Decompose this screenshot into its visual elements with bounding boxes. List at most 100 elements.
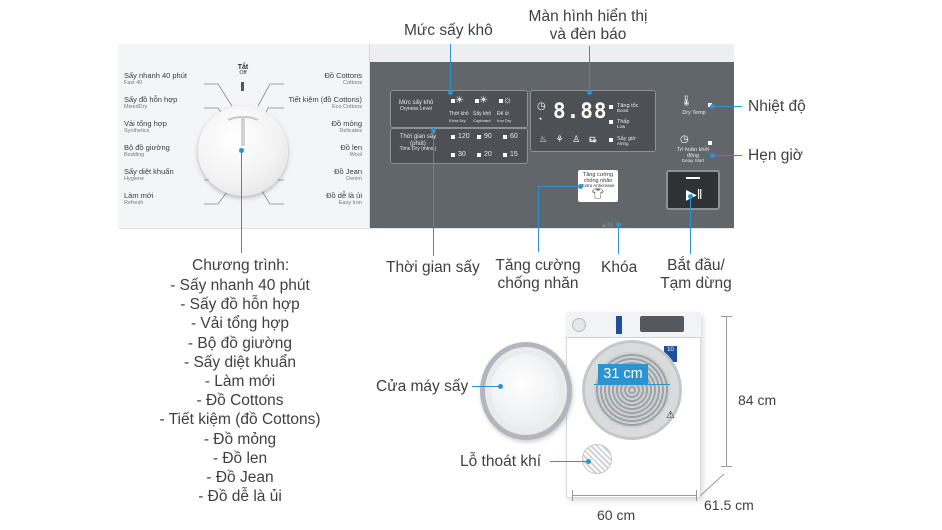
depth-dimension: 61.5 cm	[704, 497, 754, 513]
callout-dot-dryness	[448, 90, 453, 95]
callout-timer: Hẹn giờ	[748, 147, 803, 164]
callout-dot-temperature	[710, 104, 715, 109]
knob-grip-icon	[227, 115, 259, 146]
warning-triangle-icon: ⚠	[666, 410, 675, 421]
sun-extra-dry-icon: ☀	[455, 95, 464, 106]
start-pause-button[interactable]: ▶‖	[666, 170, 720, 210]
callout-dot-anticrease	[578, 184, 583, 189]
dryness-level-label: Mức sấy khô	[398, 100, 434, 106]
low-label: Thấp Low	[617, 119, 630, 130]
program-list-item: - Sấy nhanh 40 phút	[170, 277, 310, 294]
extra-anticrease-button[interactable]: Tăng cường chống nhăn Extra Anticrease 👕…	[578, 170, 618, 202]
time-value-30: 30	[458, 151, 466, 158]
clock-icon: ◷	[537, 101, 546, 112]
dryer-door-glass	[491, 354, 559, 428]
callout-dot-programs	[239, 148, 244, 153]
time-value-60: 60	[510, 133, 518, 140]
callout-line-vent	[550, 461, 588, 462]
callout-line-anticrease-h	[538, 186, 580, 187]
callout-dot-lock	[616, 222, 621, 227]
low-indicator	[609, 120, 613, 124]
callout-start-pause: Bắt đầu/ Tạm dừng	[660, 257, 732, 292]
height-dimension: 84 cm	[738, 392, 777, 408]
sun-cupboard-icon: ☀	[479, 95, 488, 106]
dry-time-box: Thời gian sấy (phút) Time Dry (mins.) 12…	[390, 128, 528, 164]
program-list-item: - Đồ Cottons	[196, 392, 284, 410]
callout-line-lock	[618, 224, 619, 254]
callout-dot-dry-time	[431, 128, 436, 133]
dryer-display-mini	[640, 316, 684, 332]
delay-start-button-label[interactable]: Trì hoãn khởi động Delay Start	[676, 147, 710, 164]
callout-temperature: Nhiệt độ	[748, 98, 806, 115]
thermometer-icon: 🌡︎	[680, 96, 693, 107]
time-indicator-120	[451, 135, 455, 139]
main-display-box: ◷ ◔ 8.88 Tăng tốc Boost Thấp Low Sấy giờ…	[530, 90, 656, 152]
time-value-20: 20	[484, 151, 492, 158]
control-panel-bottom-strip	[118, 228, 734, 237]
depth-dimension-line	[699, 473, 725, 497]
callout-dryness-level: Mức sấy khô	[404, 22, 493, 39]
callout-lock: Khóa	[601, 259, 638, 276]
callout-line-anticrease-v	[538, 186, 539, 252]
program-list-item: - Tiết kiệm (đồ Cottons)	[159, 411, 321, 429]
width-dimension-tick-right	[696, 490, 697, 501]
callout-dot-door	[498, 384, 503, 389]
brand-logo-icon	[616, 316, 622, 334]
lock-hint: 🔒︎3s	[602, 222, 614, 229]
callout-line-door	[472, 386, 500, 387]
time-indicator-90	[477, 135, 481, 139]
airing-label: Sấy giờ Airing	[617, 136, 636, 147]
height-dimension-tick-bottom	[721, 466, 732, 467]
program-list-item: - Đồ dễ là ủi	[198, 488, 282, 506]
dryness-indicator-1	[451, 99, 455, 103]
dryness-indicator-3	[499, 99, 503, 103]
boost-label: Tăng tốc Boost	[617, 103, 639, 114]
dry-time-label: Thời gian sấy (phút)	[399, 134, 437, 147]
program-list-item: - Làm mới	[204, 373, 276, 391]
width-dimension: 60 cm	[597, 507, 636, 523]
width-dimension-tick-left	[572, 490, 573, 501]
program-list-item: - Sấy đồ hỗn hợp	[180, 296, 300, 314]
width-dimension-line	[572, 495, 696, 496]
knob-program-eco-cottons: Tiết kiệm (đồ Cottons)Eco Cottons	[288, 95, 363, 111]
knob-off-marker	[241, 82, 244, 91]
callout-line-start	[690, 196, 691, 254]
program-list-item: - Vải tổng hợp	[190, 315, 290, 333]
callout-line-timer	[712, 155, 742, 156]
door-diameter-badge: 31 cm	[598, 364, 648, 384]
program-list-item: - Bộ đồ giường	[187, 334, 293, 352]
callout-line-display	[589, 46, 590, 92]
time-value-15: 15	[510, 151, 518, 158]
callout-dot-vent	[586, 459, 591, 464]
callout-dot-display	[587, 90, 592, 95]
callout-programs-title: Chương trình:	[192, 257, 290, 274]
status-icons-row: ♨ ⚘ ♙ ⊏	[539, 134, 600, 144]
lock-icon: 🔒︎	[602, 222, 606, 229]
dryness-option-iron-dry: Để ủi	[497, 111, 509, 117]
signal-icon: ◔	[537, 114, 543, 124]
program-list: - Sấy nhanh 40 phút - Sấy đồ hỗn hợp - V…	[150, 276, 330, 506]
temperature-button-label[interactable]: Dry Temp	[682, 110, 706, 116]
dryer-knob-mini	[572, 318, 586, 332]
callout-line-programs	[241, 150, 242, 253]
program-list-item: - Đồ Jean	[206, 469, 274, 487]
program-list-item: - Đồ mỏng	[203, 430, 277, 448]
start-indicator-bar	[686, 177, 700, 179]
time-indicator-30	[451, 153, 455, 157]
program-list-item: - Sấy diệt khuẩn	[183, 353, 296, 371]
callout-anticrease: Tăng cường chống nhăn	[495, 257, 581, 292]
steam-icon: ≈◈	[589, 138, 597, 144]
airing-indicator	[609, 138, 613, 142]
boost-indicator	[609, 105, 613, 109]
dryness-option-cupboard: Sấy khô	[473, 111, 492, 117]
program-list-item: - Đồ len	[212, 449, 268, 467]
shirt-icon: 👕︎	[591, 189, 605, 201]
control-panel-top-strip	[370, 44, 734, 62]
